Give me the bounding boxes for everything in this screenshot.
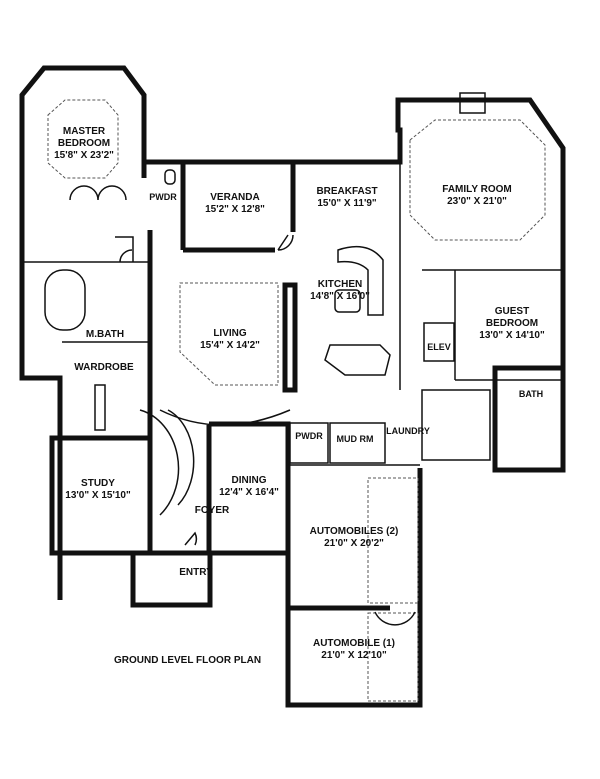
automobile-1-label: AUTOMOBILE (1) bbox=[313, 638, 395, 649]
pwdr-upper-walls bbox=[141, 159, 186, 250]
bath-label: BATH bbox=[519, 389, 543, 399]
plan-title: GROUND LEVEL FLOOR PLAN bbox=[114, 655, 261, 666]
living-size: 15'4" X 14'2" bbox=[200, 340, 260, 351]
kitchen-label: KITCHEN bbox=[318, 279, 362, 290]
guest-wing-walls bbox=[421, 269, 566, 473]
main-walls bbox=[293, 92, 566, 440]
guest-bedroom-label-2: BEDROOM bbox=[486, 318, 538, 329]
elev-label: ELEV bbox=[427, 342, 451, 352]
lower-walls bbox=[49, 409, 291, 608]
master-bedroom-size: 15'8" X 23'2" bbox=[54, 150, 114, 161]
living-walls bbox=[149, 255, 298, 426]
living-label: LIVING bbox=[213, 328, 247, 339]
pwdr-upper-label: PWDR bbox=[149, 192, 177, 202]
entry-label: ENTRY bbox=[179, 567, 213, 578]
dining-size: 12'4" X 16'4" bbox=[219, 487, 279, 498]
m-bath-label: M.BATH bbox=[86, 329, 124, 340]
master-bedroom-label: MASTER bbox=[63, 126, 106, 137]
kitchen-size: 14'8" X 16'0" bbox=[310, 291, 370, 302]
garage-walls bbox=[285, 422, 423, 708]
pwdr-lower-label: PWDR bbox=[295, 431, 323, 441]
guest-bedroom-size: 13'0" X 14'10" bbox=[479, 330, 545, 341]
family-room-size: 23'0" X 21'0" bbox=[447, 196, 507, 207]
automobiles-2-size: 21'0" X 20'2" bbox=[324, 538, 384, 549]
automobile-1-size: 21'0" X 12'10" bbox=[321, 650, 387, 661]
master-bath-walls bbox=[19, 230, 153, 600]
study-size: 13'0" X 15'10" bbox=[65, 490, 131, 501]
laundry-label: LAUNDRY bbox=[386, 426, 430, 436]
guest-bedroom-label: GUEST bbox=[495, 306, 529, 317]
master-bedroom-label-2: BEDROOM bbox=[58, 138, 110, 149]
breakfast-label: BREAKFAST bbox=[316, 186, 377, 197]
veranda-label: VERANDA bbox=[210, 192, 259, 203]
master-bedroom-walls bbox=[19, 65, 147, 262]
dining-label: DINING bbox=[232, 475, 267, 486]
veranda-size: 15'2" X 12'8" bbox=[205, 204, 265, 215]
study-label: STUDY bbox=[81, 478, 115, 489]
family-room-label: FAMILY ROOM bbox=[442, 184, 511, 195]
automobiles-2-label: AUTOMOBILES (2) bbox=[310, 526, 399, 537]
breakfast-size: 15'0" X 11'9" bbox=[317, 198, 377, 209]
foyer-label: FOYER bbox=[195, 505, 230, 516]
mud-rm-label: MUD RM bbox=[337, 434, 374, 444]
wardrobe-label: WARDROBE bbox=[74, 362, 134, 373]
